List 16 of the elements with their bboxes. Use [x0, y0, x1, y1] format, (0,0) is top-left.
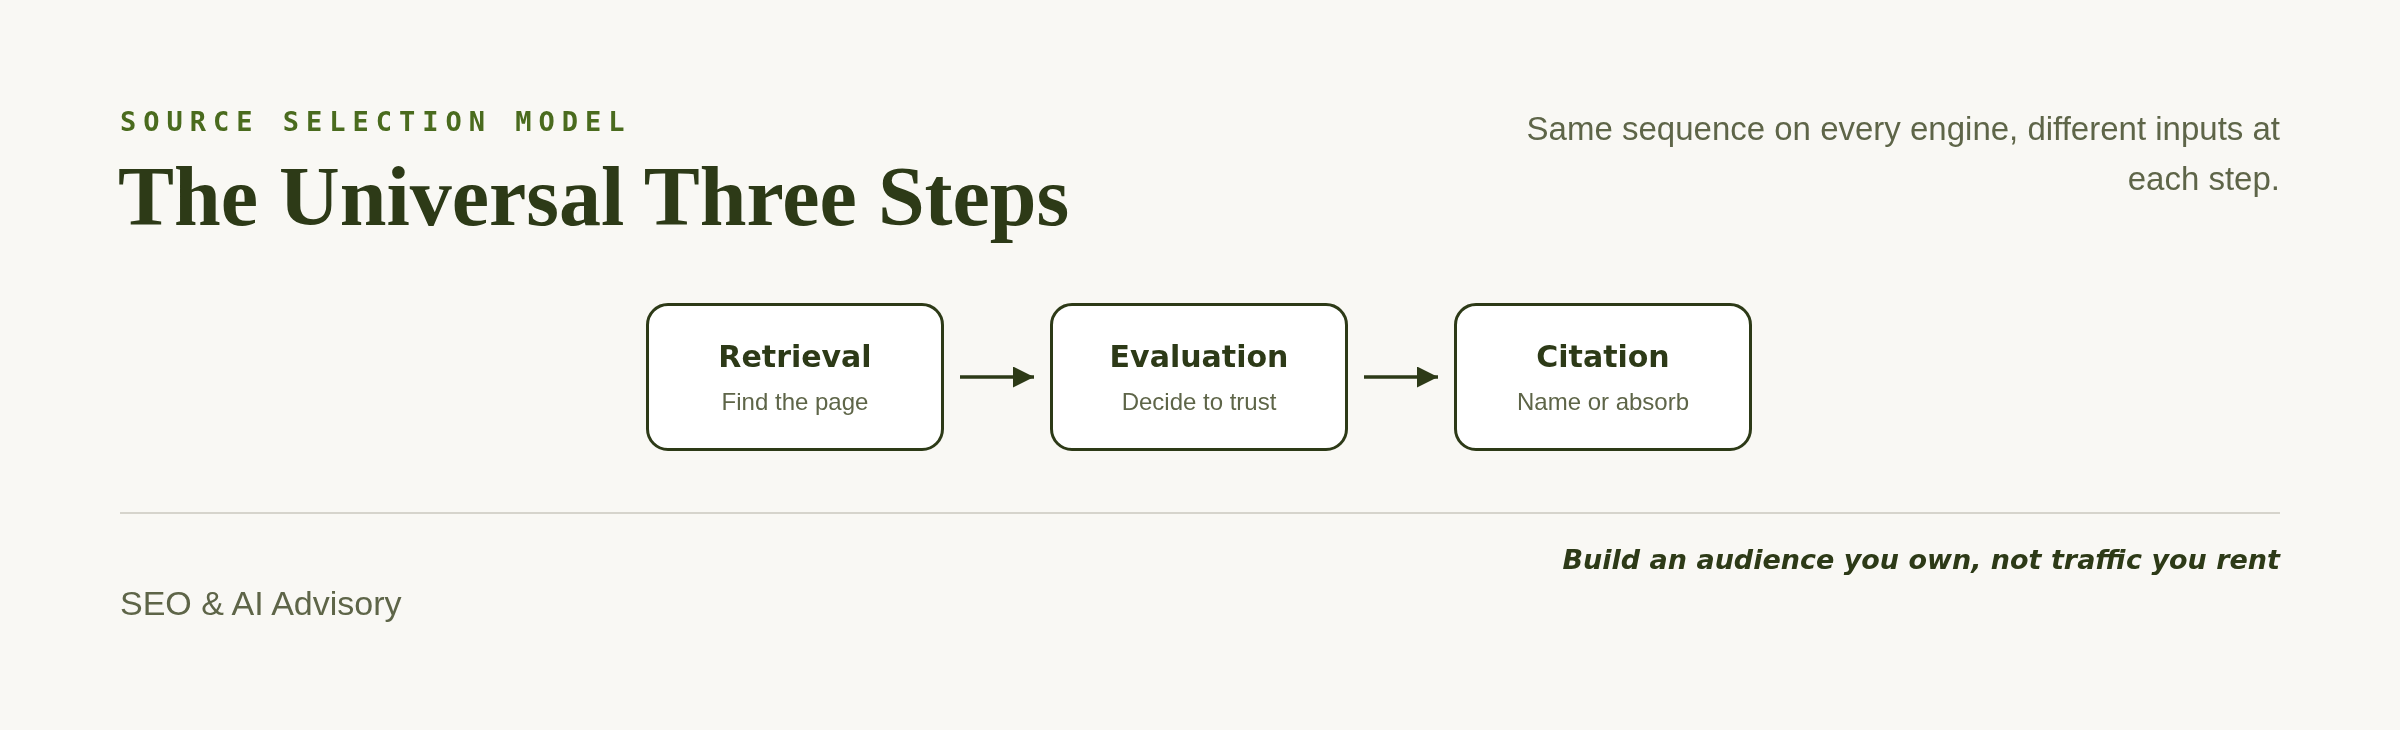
tagline-text: SEO & AI Advisory	[120, 584, 402, 623]
step-title: Retrieval	[718, 338, 872, 374]
step-description: Find the page	[721, 387, 869, 416]
slogan-text: Build an audience you own, not traffic you rent	[1562, 544, 2280, 575]
step-box	[1050, 303, 1348, 451]
step-title: Citation	[1536, 338, 1670, 374]
title: The Universal Three Steps	[118, 149, 1070, 245]
subtitle-text: Same sequence on every engine, different inputs at each step.	[1525, 109, 2280, 199]
arrow	[960, 366, 1034, 388]
step-description: Name or absorb	[1516, 387, 1690, 416]
step-box	[1454, 303, 1752, 451]
eyebrow-text: SOURCE SELECTION MODEL	[120, 106, 632, 137]
step-description: Decide to trust	[1121, 387, 1277, 416]
step-box	[646, 303, 944, 451]
arrow	[1364, 366, 1438, 388]
step-title: Evaluation	[1109, 338, 1289, 374]
